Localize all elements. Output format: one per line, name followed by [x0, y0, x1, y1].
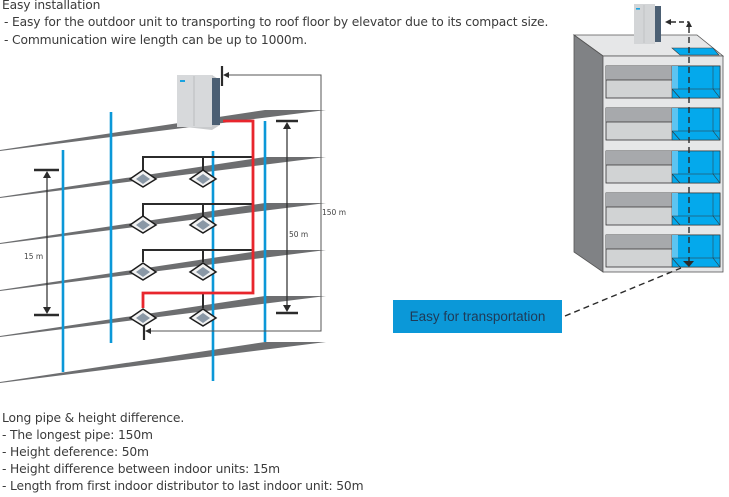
indoor-unit — [128, 215, 158, 234]
building-floors — [605, 65, 721, 268]
indoor-unit — [128, 308, 158, 327]
spec-item-indoor-height: - Height difference between indoor units… — [2, 462, 280, 476]
indoor-unit — [188, 215, 218, 234]
installation-title: Easy installation — [2, 0, 101, 12]
spec-item-longest-pipe: - The longest pipe: 150m — [2, 428, 153, 442]
main-pipe — [141, 119, 255, 308]
floor-slabs — [0, 110, 326, 383]
building-floor — [605, 192, 721, 226]
floor-slab — [0, 342, 326, 383]
installation-bullet-wire: - Communication wire length can be up to… — [4, 33, 308, 47]
branch-pipes — [142, 156, 253, 308]
building-side — [573, 34, 604, 273]
outdoor-unit — [177, 75, 220, 130]
building-floor — [605, 150, 721, 184]
building-diagram — [564, 4, 725, 317]
elevator-path — [564, 19, 694, 317]
building-floor — [605, 107, 721, 141]
height-difference-dimension: 50 m — [276, 119, 308, 315]
indoor-units — [128, 169, 218, 327]
indoor-height-label: 15 m — [24, 252, 43, 261]
floor-slab — [0, 296, 326, 337]
indoor-unit — [188, 169, 218, 188]
indoor-unit — [128, 169, 158, 188]
indoor-unit — [188, 308, 218, 327]
indoor-height-dimension: 15 m — [24, 168, 59, 317]
roof-outdoor-unit — [634, 4, 661, 44]
height-difference-label: 50 m — [289, 230, 308, 239]
indoor-unit — [128, 262, 158, 281]
floor-slab — [0, 110, 326, 151]
indoor-unit — [188, 262, 218, 281]
floor-slab — [0, 157, 326, 198]
spec-item-height-deference: - Height deference: 50m — [2, 445, 149, 459]
specs-title: Long pipe & height difference. — [2, 411, 185, 425]
transportation-callout: Easy for transportation — [393, 300, 562, 333]
floor-slab — [0, 203, 326, 244]
risers — [61, 112, 267, 381]
installation-bullet-elevator: - Easy for the outdoor unit to transport… — [4, 15, 549, 29]
building-floor — [605, 234, 721, 268]
floor-slab — [0, 250, 326, 291]
longest-pipe-label: 150 m — [322, 208, 346, 217]
roof-elevator-opening — [671, 47, 720, 56]
building-floor — [605, 65, 721, 99]
spec-item-distributor-length: - Length from first indoor distributor t… — [2, 479, 364, 493]
